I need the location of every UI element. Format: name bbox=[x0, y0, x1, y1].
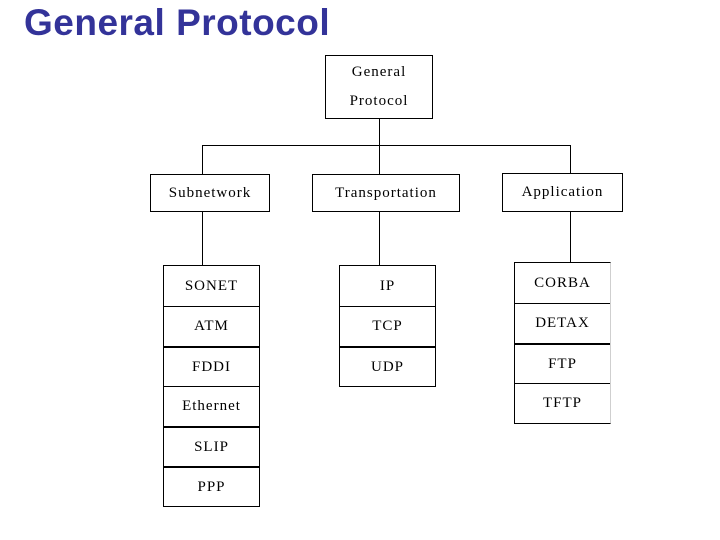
branch-node-subnetwork: Subnetwork bbox=[150, 174, 270, 212]
connector-application-top bbox=[570, 145, 571, 173]
connector-horizontal-rail bbox=[202, 145, 571, 146]
protocol-cell-sonet: SONET bbox=[184, 277, 239, 294]
protocol-cell-tcp: TCP bbox=[340, 306, 435, 346]
root-node-label-line2: Protocol bbox=[349, 93, 409, 109]
protocol-cell-detax: DETAX bbox=[515, 303, 610, 343]
protocol-cell-fddi: FDDI bbox=[164, 346, 259, 386]
protocol-cell-udp: UDP bbox=[340, 346, 435, 386]
connector-subnetwork-bottom bbox=[202, 212, 203, 265]
connector-transportation-top bbox=[379, 145, 380, 174]
subnetwork-protocol-stack: SONET ATM FDDI Ethernet SLIP PPP bbox=[163, 265, 260, 507]
transportation-protocol-stack: IP TCP UDP bbox=[339, 265, 436, 387]
protocol-cell-slip: SLIP bbox=[164, 426, 259, 466]
protocol-cell-ethernet: Ethernet bbox=[164, 386, 259, 426]
slide-title: General Protocol bbox=[24, 2, 331, 43]
protocol-cell-ip: IP bbox=[379, 277, 396, 294]
protocol-cell-ftp: FTP bbox=[515, 343, 610, 383]
protocol-cell-atm: ATM bbox=[164, 306, 259, 346]
connector-subnetwork-top bbox=[202, 145, 203, 174]
protocol-cell-ppp: PPP bbox=[164, 466, 259, 506]
application-protocol-stack: CORBA DETAX FTP TFTP bbox=[514, 262, 611, 424]
root-node-label-line1: General bbox=[351, 64, 407, 80]
connector-root-vertical bbox=[379, 119, 380, 145]
branch-node-transportation: Transportation bbox=[312, 174, 460, 212]
connector-application-bottom bbox=[570, 212, 571, 262]
protocol-cell-corba: CORBA bbox=[534, 274, 591, 291]
protocol-cell-tftp: TFTP bbox=[515, 383, 610, 423]
root-node-general-protocol: General Protocol bbox=[325, 55, 433, 119]
branch-node-application: Application bbox=[502, 173, 623, 212]
connector-transportation-bottom bbox=[379, 212, 380, 265]
